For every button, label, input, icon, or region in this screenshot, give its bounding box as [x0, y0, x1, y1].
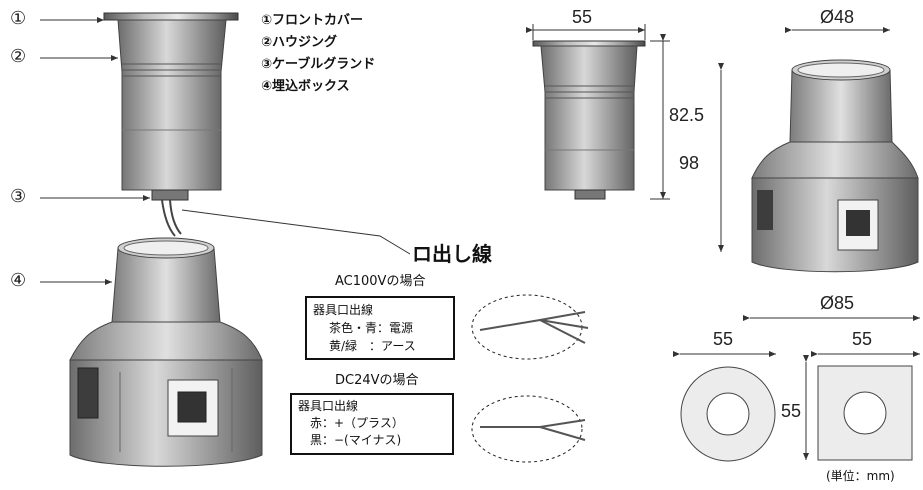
- dc-box-title: 器具口出線: [298, 399, 359, 413]
- ac-info-box: 器具口出線 茶色・青：電源 黄/緑 ：アース: [305, 296, 455, 360]
- cable-label-leader: [181, 209, 411, 255]
- cable-gland-part: [151, 189, 189, 201]
- embed-box-large: [69, 237, 263, 467]
- ac-line-power: 茶色・青：電源: [329, 321, 414, 335]
- cable-wire: [161, 199, 176, 237]
- housing-exploded: [103, 12, 239, 237]
- callout-4: ④: [10, 270, 27, 291]
- legend-cable-gland: ③ケーブルグランド: [261, 57, 376, 72]
- unit-note: (単位：mm): [826, 469, 895, 483]
- dim-top-width: 55: [572, 7, 593, 27]
- dc-line-plus: 赤：+（プラス）: [310, 416, 404, 430]
- housing-part: [117, 19, 227, 191]
- dim-height-total: 98: [679, 153, 700, 173]
- dim-front-square-height: 55: [781, 401, 802, 421]
- ac-title: AC100Vの場合: [335, 274, 426, 289]
- ac-line-earth: 黄/緑 ：アース: [329, 339, 416, 353]
- front-view-square: [817, 365, 913, 461]
- dim-front-round: 55: [713, 329, 734, 349]
- side-view: [532, 40, 646, 200]
- dim-diameter-top: Ø48: [820, 7, 855, 27]
- legend-front-cover: ①フロントカバー: [261, 13, 364, 28]
- wire-detail-ac: [471, 294, 589, 360]
- front-view-round: [680, 366, 776, 462]
- callout-3: ③: [10, 186, 27, 207]
- dim-diameter-bottom: Ø85: [820, 293, 855, 313]
- cable-label: ロ出し線: [412, 242, 492, 266]
- wire-detail-dc: [471, 395, 586, 463]
- legend-embed-box: ④埋込ボックス: [261, 79, 350, 94]
- dim-front-square-width: 55: [852, 329, 873, 349]
- legend-housing: ②ハウジング: [261, 35, 338, 50]
- front-cover-part: [103, 12, 239, 21]
- dc-line-minus: 黒：−(マイナス): [310, 433, 402, 447]
- dc-info-box: 器具口出線 赤：+（プラス） 黒：−(マイナス): [290, 393, 454, 455]
- embed-box-small: [751, 59, 919, 273]
- dim-height-body: 82.5: [669, 105, 705, 125]
- dc-title: DC24Vの場合: [335, 373, 419, 388]
- callout-1: ①: [10, 8, 27, 29]
- callout-2: ②: [10, 46, 27, 67]
- ac-box-title: 器具口出線: [313, 303, 374, 317]
- side-view-cover: [532, 40, 646, 47]
- dimension-lines: [526, 24, 920, 460]
- callout-leaders: [40, 17, 411, 285]
